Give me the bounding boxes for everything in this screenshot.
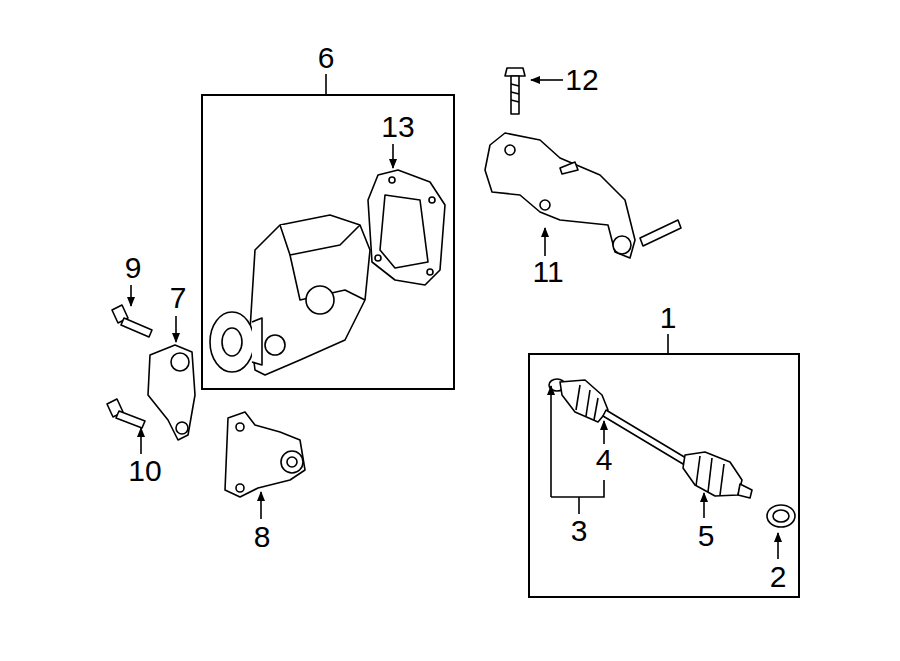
callout-number: 8 <box>254 522 271 552</box>
callout-number: 11 <box>532 257 563 287</box>
callout-number: 6 <box>318 43 335 73</box>
callout-number: 2 <box>770 562 787 592</box>
callout-number: 9 <box>125 253 142 283</box>
callout-number: 3 <box>571 516 588 546</box>
callout-number: 10 <box>128 456 161 486</box>
callout-number: 12 <box>565 65 598 95</box>
callout-number: 5 <box>698 521 715 551</box>
callout-number: 1 <box>660 303 677 333</box>
callout-number: 7 <box>170 283 187 313</box>
callout-number: 4 <box>596 445 613 475</box>
group-box: 6 <box>201 94 455 390</box>
callout-number: 13 <box>381 112 414 142</box>
group-box: 1 <box>528 353 800 598</box>
